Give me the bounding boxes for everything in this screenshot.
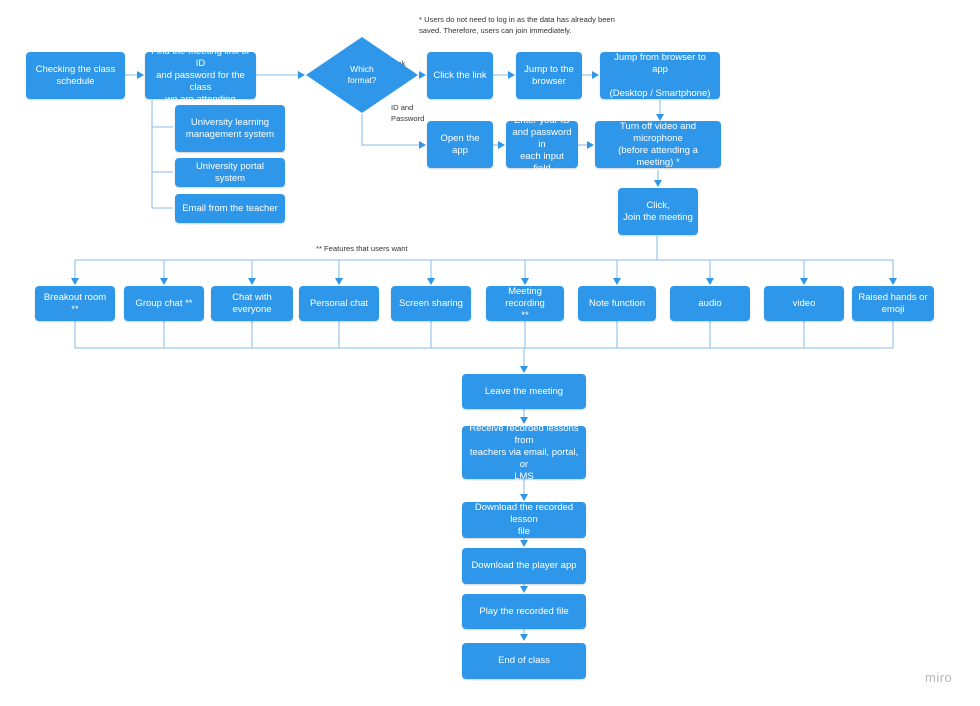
node-check-schedule[interactable]: Checking the class schedule xyxy=(26,52,125,99)
node-download-player[interactable]: Download the player app xyxy=(462,548,586,584)
diamond-shape xyxy=(306,37,418,113)
note-login: * Users do not need to log in as the dat… xyxy=(419,15,615,35)
feature-raised-hands[interactable]: Raised hands or emoji xyxy=(852,286,934,321)
decision-label: Which format? xyxy=(347,64,377,85)
node-email[interactable]: Email from the teacher xyxy=(175,194,285,223)
feature-video[interactable]: video xyxy=(764,286,844,321)
node-receive-recorded[interactable]: Receive recorded lessons from teachers v… xyxy=(462,423,586,482)
feature-meeting-recording[interactable]: Meeting recording ** xyxy=(486,286,564,321)
note-features: ** Features that users want xyxy=(316,244,408,253)
node-portal[interactable]: University portal system xyxy=(175,158,285,187)
edge-decision-id xyxy=(361,114,426,149)
node-play-recorded[interactable]: Play the recorded file xyxy=(462,594,586,629)
node-lms[interactable]: University learning management system xyxy=(175,105,285,152)
feature-personal-chat[interactable]: Personal chat xyxy=(299,286,379,321)
feature-chat-everyone[interactable]: Chat with everyone xyxy=(211,286,293,321)
node-browser-to-app[interactable]: Jump from browser to app (Desktop / Smar… xyxy=(600,52,720,99)
node-join-meeting[interactable]: Click, Join the meeting xyxy=(618,188,698,235)
node-jump-browser[interactable]: Jump to the browser xyxy=(516,52,582,99)
feature-audio[interactable]: audio xyxy=(670,286,750,321)
node-find-link[interactable]: Find the meeting link or ID and password… xyxy=(145,46,256,105)
node-leave-meeting[interactable]: Leave the meeting xyxy=(462,374,586,409)
feature-group-chat[interactable]: Group chat ** xyxy=(124,286,204,321)
node-enter-id[interactable]: Enter your ID and password in each input… xyxy=(506,115,578,174)
decision-which-format[interactable]: Which format? xyxy=(305,36,419,114)
node-click-link[interactable]: Click the link xyxy=(427,52,493,99)
node-download-recorded[interactable]: Download the recorded lesson file xyxy=(462,502,586,538)
feature-screen-sharing[interactable]: Screen sharing xyxy=(391,286,471,321)
node-open-app[interactable]: Open the app xyxy=(427,121,493,168)
edge-label-id-password: ID and Password xyxy=(391,103,425,123)
feature-note-function[interactable]: Note function xyxy=(578,286,656,321)
miro-watermark: miro xyxy=(925,670,953,685)
node-turn-off-av[interactable]: Turn off video and microphone (before at… xyxy=(595,121,721,168)
node-end-of-class[interactable]: End of class xyxy=(462,643,586,679)
feature-breakout-room[interactable]: Breakout room ** xyxy=(35,286,115,321)
